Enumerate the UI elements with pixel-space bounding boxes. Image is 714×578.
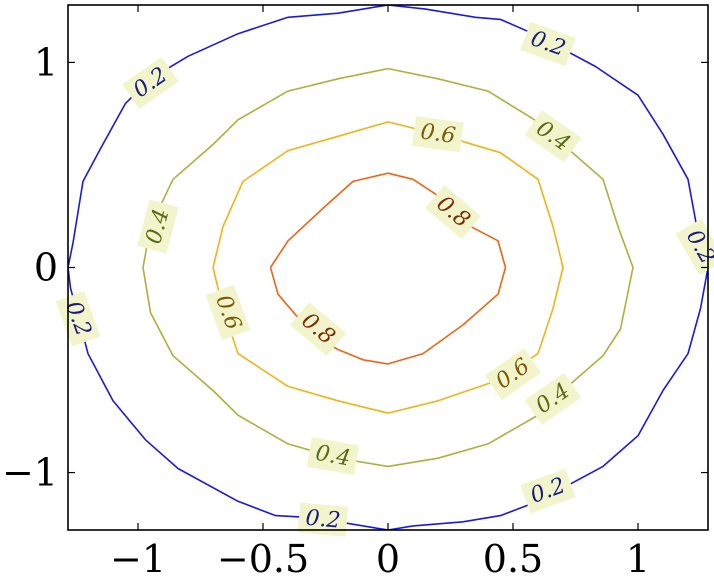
contour-label-0-6: 0.6 [412, 116, 464, 153]
contour-label-text: 0.6 [419, 119, 457, 149]
contour-label-text: 0.4 [314, 441, 353, 472]
contour-label-0-6: 0.6 [205, 284, 251, 341]
x-tick-label: 0.5 [483, 537, 543, 578]
contour-line-0-4 [142, 67, 634, 468]
contour-line-0-2 [68, 5, 708, 530]
contour-label-0-8: 0.8 [289, 302, 347, 356]
contour-lines [68, 5, 708, 530]
contour-label-0-4: 0.4 [137, 199, 179, 254]
contour-label-0-2: 0.2 [55, 291, 101, 347]
contour-label-0-2: 0.2 [520, 468, 576, 514]
contour-label-text: 0.2 [304, 506, 341, 534]
y-tick-label: 0 [34, 246, 58, 290]
x-tick-label: 1 [626, 537, 650, 578]
contour-labels: 0.20.20.20.20.20.20.40.40.40.40.60.60.60… [55, 21, 714, 537]
contour-line-0-8 [269, 172, 507, 365]
x-tick-label: −1 [110, 537, 166, 578]
x-tick-label: −0.5 [217, 537, 309, 578]
contour-label-0-4: 0.4 [306, 437, 360, 476]
contour-line-0-6 [212, 121, 564, 414]
axis-tick-labels: −1 −0.5 0 0.5 1 −1 0 1 [2, 40, 650, 578]
contour-label-0-6: 0.6 [484, 348, 542, 401]
y-tick-label: −1 [2, 451, 58, 495]
contour-label-0-2: 0.2 [122, 56, 179, 109]
axis-ticks [68, 5, 708, 530]
contour-label-0-2: 0.2 [297, 502, 349, 537]
x-tick-label: 0 [376, 537, 400, 578]
contour-label-0-2: 0.2 [520, 21, 576, 67]
y-tick-label: 1 [34, 40, 58, 84]
